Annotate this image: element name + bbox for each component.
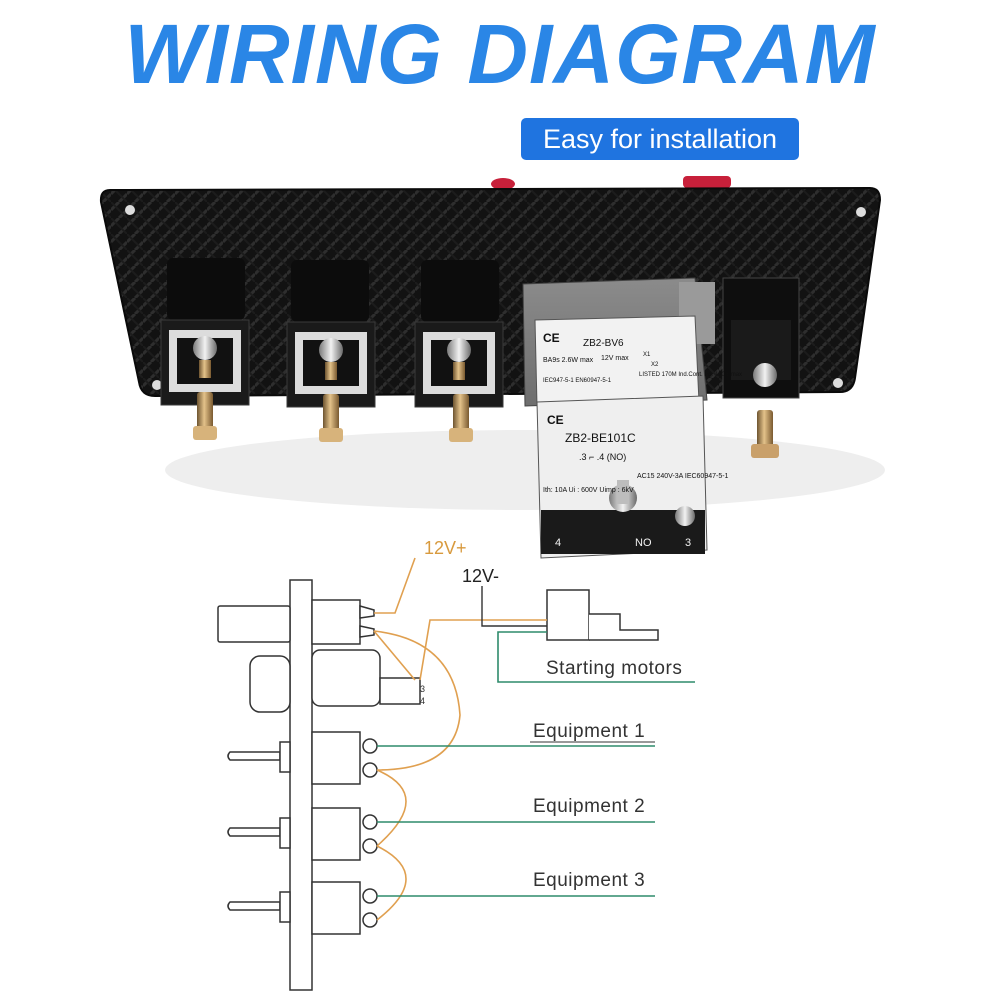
red-button-right [683,176,731,188]
red-button-left [491,178,515,190]
indicator-lamp-symbol [249,649,421,713]
mount-hole-bottom-right [833,378,843,388]
upper-listing: LISTED 170M Ind.Cont. Eq. 120V max [639,372,742,378]
lower-model: ZB2-BE101C [565,431,636,445]
negative-label: 12V- [462,566,499,586]
negative-wire [481,586,547,627]
mount-hole-top-right [856,207,866,217]
upper-x2: X2 [651,362,659,368]
lower-ratings-right: AC15 240V-3A IEC60947-5-1 [637,473,729,480]
lower-terminal-3: 3 [685,537,691,549]
panel-shadow [165,430,885,510]
mount-hole-top-left [125,205,135,215]
toggle-symbol-3 [227,881,378,935]
output-label-equipment-1: Equipment 1 [533,721,645,742]
output-label-starting-motors: Starting motors [546,658,682,679]
toggle-switch-2 [286,260,376,442]
panel-plate [289,579,313,991]
page-title: WIRING DIAGRAM [124,7,876,101]
output-label-equipment-2: Equipment 2 [533,796,645,817]
upper-bulb-rating: BA9s 2.6W max [543,357,594,364]
terminal-4-label: 4 [420,696,425,706]
toggle-symbol-2 [227,807,378,861]
lower-terminal-4: 4 [555,537,561,549]
lower-ce-mark: CE [547,413,564,427]
output-wiring [377,631,695,897]
toggle-switch-3 [414,260,504,442]
output-label-equipment-3: Equipment 3 [533,870,645,891]
lower-contact: .3 ⌐ .4 (NO) [579,452,626,462]
upper-standard: IEC947-5-1 EN60947-5-1 [543,378,612,384]
toggle-switch-1 [160,258,250,440]
starter-relay-symbol [546,589,659,641]
terminal-3-label: 3 [420,684,425,694]
push-button-block [522,277,715,559]
positive-label: 12V+ [424,538,467,558]
mount-hole-bottom-left [152,380,162,390]
lower-ratings-left: Ith: 10A Ui : 600V Uimp : 6kV [543,487,634,494]
wiring-diagram: 3 4 [217,538,695,991]
upper-ce-mark: CE [543,331,560,345]
push-button-symbol [217,599,375,645]
right-switch [722,277,800,458]
upper-voltage: 12V max [601,355,629,362]
lower-terminal-no: NO [635,537,652,549]
upper-x1: X1 [643,352,651,358]
subtitle-badge: Easy for installation [521,118,799,160]
product-photo: CE ZB2-BV6 12V max X1 X2 BA9s 2.6W max L… [99,176,885,559]
positive-wiring [373,557,547,921]
toggle-symbol-1 [227,731,378,785]
upper-model: ZB2-BV6 [583,338,624,349]
